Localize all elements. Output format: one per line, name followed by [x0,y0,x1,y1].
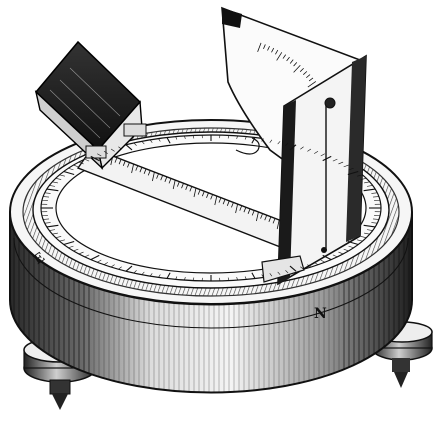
degree-scale [41,135,381,281]
sight-vane [261,54,367,286]
eyepiece-sight [34,40,147,171]
compass-point-south: N [314,306,327,322]
